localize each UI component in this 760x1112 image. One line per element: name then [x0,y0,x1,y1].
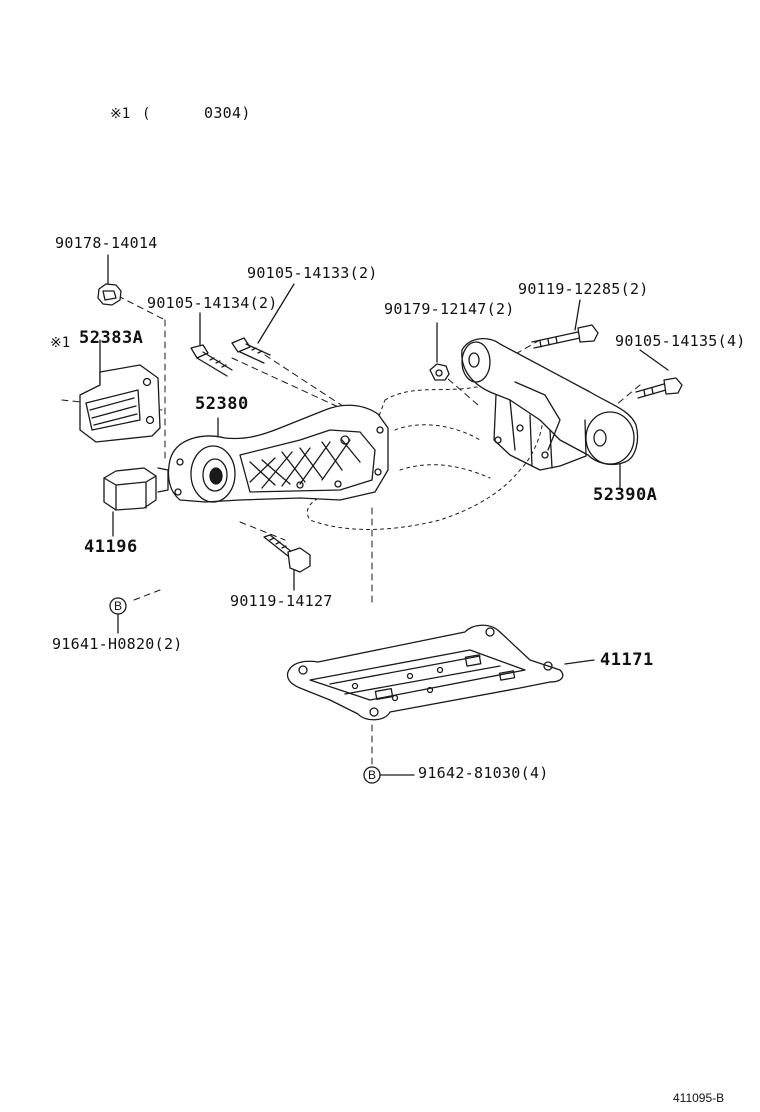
crossmember-41171 [286,624,564,721]
leader-lines [99,254,669,776]
bracket-52383A [79,364,161,443]
ref-mark-b-bottom: B [368,768,377,782]
callout-52383A: 52383A [79,328,144,348]
callout-91641-H0820: 91641-H0820(2) [52,635,183,653]
callout-41196: 41196 [84,537,138,557]
header-note-marker: ※1 [110,106,131,122]
bolt-90119-14127 [263,534,311,573]
nut-90179 [429,363,450,381]
bolt-90105-14135 [635,377,683,399]
stopper-41196 [103,467,169,511]
nut-90178 [97,283,122,306]
header-note-paren: ( [142,106,151,122]
bolt-90105-14134 [190,344,233,377]
rear-bracket-52390A [461,338,639,471]
callout-90105-14135: 90105-14135(4) [615,332,746,350]
callout-52380: 52380 [195,394,249,414]
callout-90178-14014: 90178-14014 [55,234,158,252]
callout-91642-81030: 91642-81030(4) [418,764,549,782]
ref-mark-b-bottom-circle [363,766,381,784]
callout-52390A: 52390A [593,485,658,505]
header-note-code: 0304) [204,104,251,122]
callout-41171: 41171 [600,650,654,670]
ref-mark-b-left: B [114,599,123,613]
engine-outline [307,386,544,530]
callout-mark-1: ※1 [50,335,71,351]
callout-90105-14133: 90105-14133(2) [247,264,378,282]
callout-90119-14127: 90119-14127 [230,592,333,610]
callout-90119-12285: 90119-12285(2) [518,280,649,298]
bolt-90105-14133 [231,337,271,364]
bolt-90119-12285 [531,324,599,349]
mount-bracket-52380 [167,404,389,503]
ref-mark-b-left-circle [109,597,127,615]
callout-90105-14134: 90105-14134(2) [147,294,278,312]
callout-90179-12147: 90179-12147(2) [384,300,515,318]
figure-id: 411095-B [673,1091,725,1105]
